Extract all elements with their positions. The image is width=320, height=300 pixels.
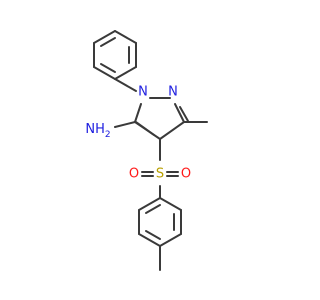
amine-label: NH2 [85,122,110,140]
amine-nh-text: NH [85,122,105,137]
atom-s-label: S [156,167,164,182]
atom-o2-label: O [181,167,191,182]
molecule-structure-diagram: N N NH2 S O O [85,30,208,271]
phenyl-n1-bond [114,78,137,92]
atom-o1-label: O [129,167,139,182]
tolyl-ring [138,197,182,247]
atom-n1-label: N [138,85,148,100]
sulfonyl-bonds [141,171,179,177]
amine-subscript: 2 [105,130,111,140]
atom-n2-label: N [168,85,178,100]
amine-bond [114,121,136,128]
pyrazole-ring [134,97,189,140]
phenyl-ring [93,30,137,80]
